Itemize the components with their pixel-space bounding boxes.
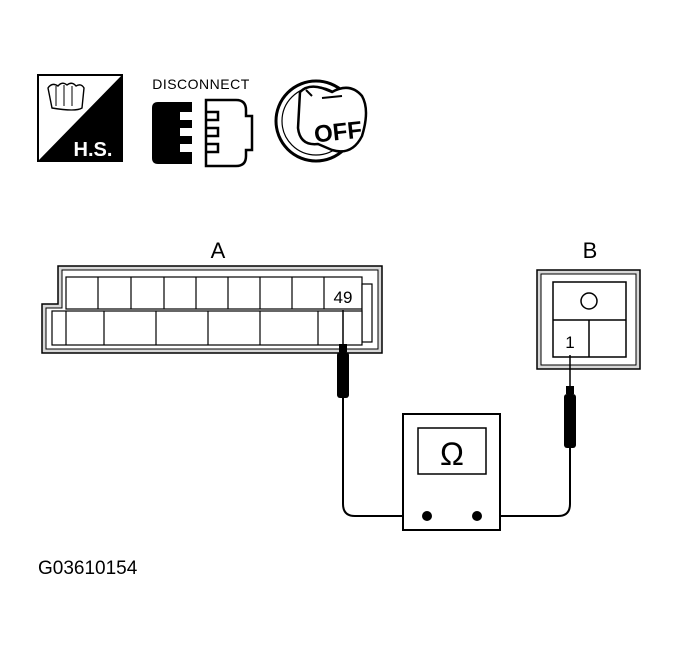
connector-b: 1 <box>536 269 641 370</box>
meter-terminal-left <box>422 511 432 521</box>
connector-a-pin-label: 49 <box>334 288 353 307</box>
connector-b-label: B <box>583 238 598 263</box>
figure-code: G03610154 <box>38 558 138 579</box>
hand-spin-icon: H.S. <box>37 74 123 162</box>
ignition-off-icon: OFF <box>274 79 368 163</box>
connector-a-label: A <box>211 238 226 263</box>
meter-terminal-right <box>472 511 482 521</box>
disconnect-label: DISCONNECT <box>152 76 250 92</box>
disconnect-icon: DISCONNECT <box>152 76 254 168</box>
connector-a: 49 <box>41 265 383 354</box>
hand-spin-label: H.S. <box>74 139 113 161</box>
ohmmeter: Ω <box>402 413 501 531</box>
ohm-symbol: Ω <box>440 436 464 472</box>
connector-b-pin-label: 1 <box>565 333 574 352</box>
ignition-off-label: OFF <box>313 117 364 149</box>
lead-wire-a <box>342 398 427 517</box>
lead-wire-b <box>477 448 571 517</box>
probe-b <box>564 355 576 448</box>
probe-a <box>337 310 349 398</box>
